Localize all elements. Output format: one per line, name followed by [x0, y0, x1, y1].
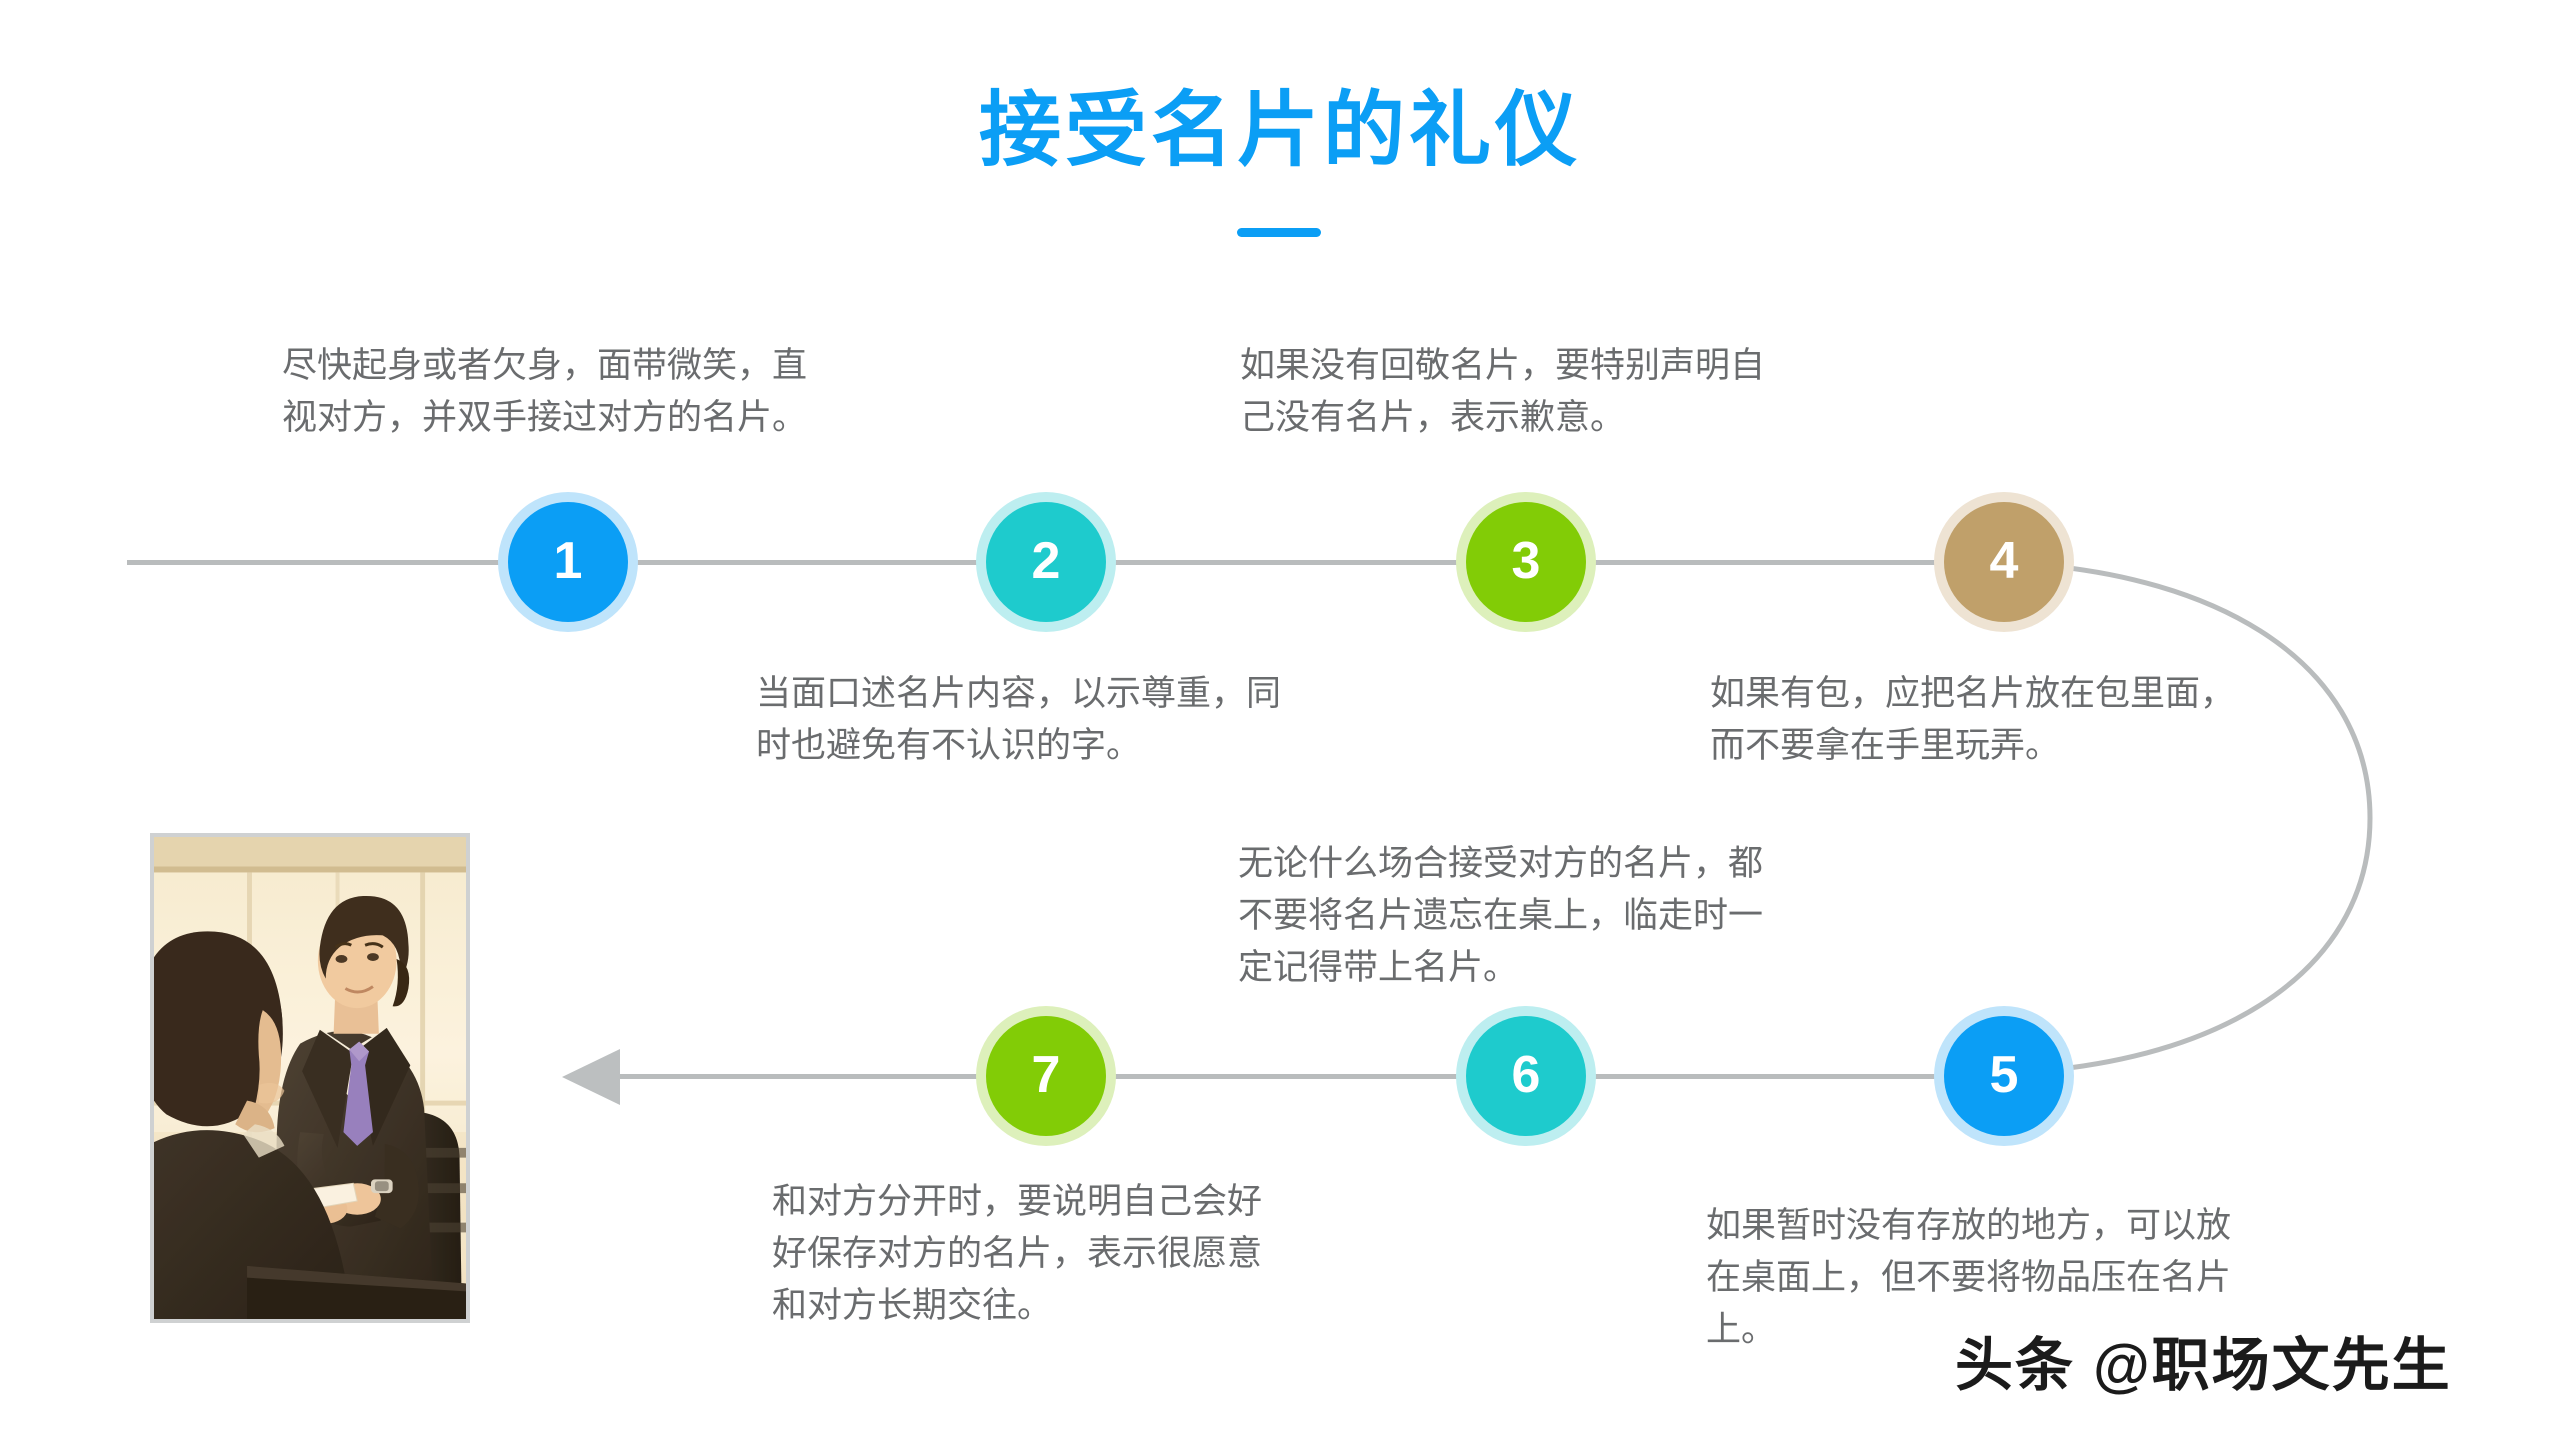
business-card-exchange-photo — [150, 833, 470, 1323]
step-note-6: 无论什么场合接受对方的名片，都 不要将名片遗忘在桌上，临走时一 定记得带上名片。 — [1238, 844, 1764, 987]
step-number-7: 7 — [1031, 1046, 1061, 1104]
step-circle-2[interactable]: 2 — [986, 502, 1106, 622]
timeline-curve-connector — [1969, 559, 2373, 1077]
step-note-2: 当面口述名片内容，以示尊重，同 时也避免有不认识的字。 — [756, 674, 1282, 765]
step-circle-5[interactable]: 5 — [1944, 1016, 2064, 1136]
title-underline — [1237, 228, 1321, 237]
step-circle-3[interactable]: 3 — [1466, 502, 1586, 622]
watermark-text: 头条 @职场文先生 — [1955, 1333, 2452, 1398]
step-circle-6[interactable]: 6 — [1466, 1016, 1586, 1136]
step-note-4: 如果有包，应把名片放在包里面， 而不要拿在手里玩弄。 — [1710, 674, 2236, 765]
step-note-1: 尽快起身或者欠身，面带微笑，直 视对方，并双手接过对方的名片。 — [282, 346, 808, 437]
step-number-2: 2 — [1031, 532, 1061, 590]
timeline-line-bottom — [600, 1074, 2000, 1079]
timeline-arrow-icon — [562, 1049, 620, 1105]
step-note-5: 如果暂时没有存放的地方，可以放 在桌面上，但不要将物品压在名片 上。 — [1706, 1206, 2232, 1349]
step-number-4: 4 — [1989, 532, 2019, 590]
page-title: 接受名片的礼仪 — [978, 85, 1581, 176]
step-circle-7[interactable]: 7 — [986, 1016, 1106, 1136]
step-note-3: 如果没有回敬名片，要特别声明自 己没有名片，表示歉意。 — [1240, 346, 1766, 437]
step-circle-1[interactable]: 1 — [508, 502, 628, 622]
step-number-3: 3 — [1511, 532, 1541, 590]
step-number-1: 1 — [553, 532, 583, 590]
step-circle-4[interactable]: 4 — [1944, 502, 2064, 622]
step-number-6: 6 — [1511, 1046, 1541, 1104]
step-note-7: 和对方分开时，要说明自己会好 好保存对方的名片，表示很愿意 和对方长期交往。 — [772, 1182, 1263, 1325]
step-number-5: 5 — [1989, 1046, 2019, 1104]
